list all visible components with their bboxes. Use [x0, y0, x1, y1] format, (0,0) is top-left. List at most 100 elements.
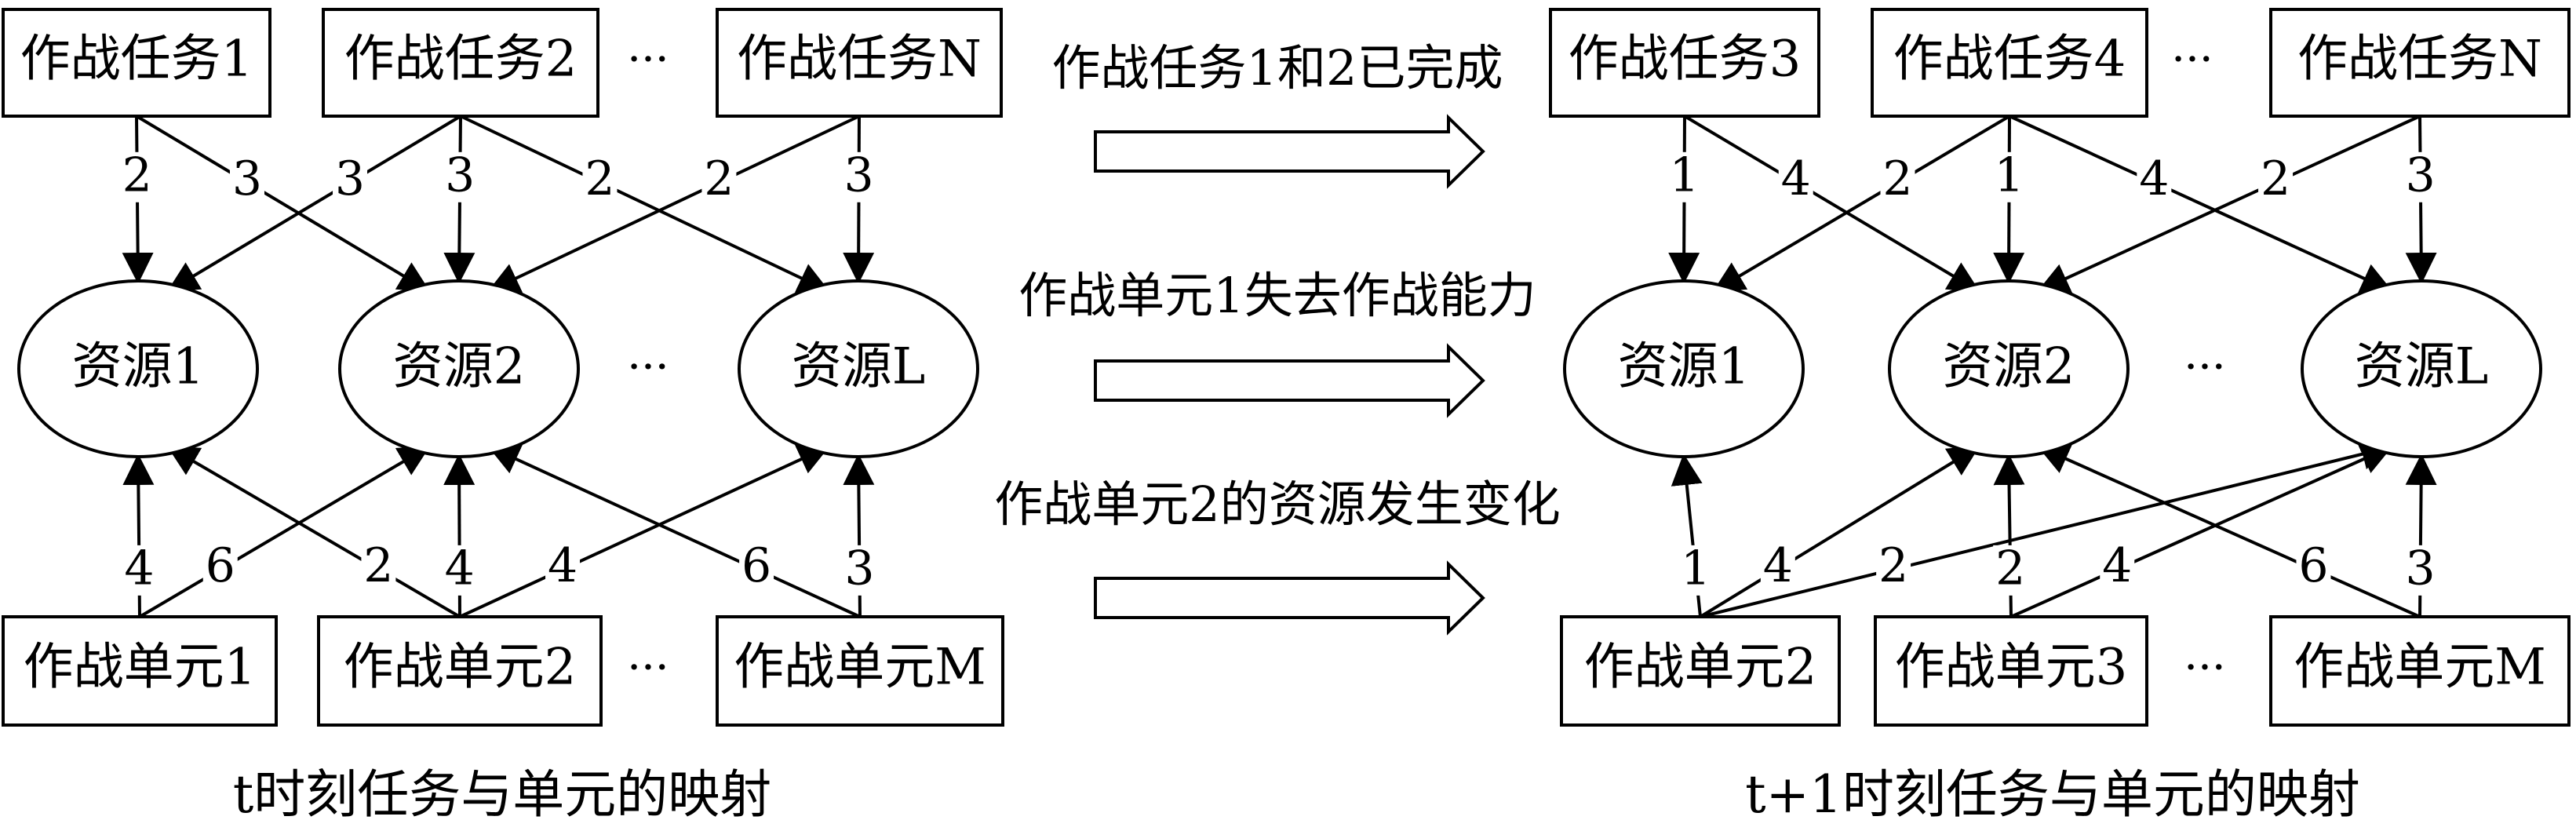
left-resource-2-label: 资源2 [393, 338, 526, 396]
left-task-edge-2-label-bg [333, 155, 368, 206]
right-unit-edge-5-label-bg [2296, 542, 2331, 593]
left-unit-edge-3-label: 4 [445, 541, 475, 596]
right-resource-l-label: 资源L [2355, 338, 2489, 396]
right-unit-3-label: 作战单元3 [1895, 639, 2128, 697]
right-unit-dots: ··· [2184, 643, 2225, 694]
left-task-edge-4-label: 2 [585, 151, 614, 206]
right-task-dots: ··· [2171, 35, 2213, 86]
left-unit-edge-4-label-bg [545, 542, 581, 593]
left-task-edge-3-label: 3 [445, 148, 475, 202]
left-task-edge-6-label-bg [841, 151, 876, 202]
right-caption: t+1时刻任务与单元的映射 [1745, 764, 2360, 825]
right-task-n-label: 作战任务N [2297, 31, 2542, 89]
left-unit-edge-2-label: 2 [363, 538, 393, 593]
right-task-3-label: 作战任务3 [1569, 31, 1802, 89]
left-task-edge-0-label-bg [119, 151, 155, 202]
right-task-n: 作战任务N [2269, 8, 2571, 118]
left-task-edge-6-label: 3 [844, 148, 874, 202]
right-unit-edge-4-label: 4 [2102, 538, 2132, 593]
left-unit-edge-6-label-bg [842, 545, 877, 596]
left-unit-edge-4-label: 4 [548, 538, 578, 593]
right-task-edge-5-label-bg [2258, 155, 2294, 206]
right-unit-edge-5-arrow [2037, 444, 2421, 618]
left-unit-edge-1-label-bg [202, 542, 238, 593]
left-task-edge-4-arrow [460, 115, 830, 293]
right-task-edge-4-label-bg [2137, 155, 2172, 206]
left-unit-edge-5-label: 6 [741, 538, 771, 593]
right-unit-edge-2-arrow [1700, 439, 2393, 618]
right-resource-dots: ··· [2184, 342, 2225, 393]
left-task-dots: ··· [627, 35, 669, 86]
right-resource-1: 资源1 [1563, 279, 1805, 458]
right-unit-edge-6-label: 3 [2405, 541, 2435, 596]
right-task-4-label: 作战任务4 [1893, 31, 2126, 89]
transition-arrow-2 [1094, 343, 1485, 418]
transition-note-2: 作战单元1失去作战能力 [1018, 267, 1536, 324]
left-task-1: 作战任务1 [2, 8, 271, 118]
right-unit-2: 作战单元2 [1560, 615, 1841, 727]
right-unit-edge-4-label-bg [2100, 542, 2135, 593]
left-resource-dots: ··· [627, 342, 669, 393]
left-unit-edge-0-label: 4 [124, 541, 154, 596]
right-unit-edge-3-label-bg [1993, 545, 2028, 596]
left-unit-m: 作战单元M [716, 615, 1004, 727]
right-task-edge-6-label-bg [2403, 151, 2438, 202]
left-task-2-label: 作战任务2 [344, 31, 578, 89]
left-unit-1-label: 作战单元1 [24, 639, 257, 697]
right-unit-edge-2-label-bg [1876, 542, 1911, 593]
left-task-edge-5-label-bg [701, 155, 737, 206]
left-unit-dots: ··· [627, 643, 669, 694]
right-unit-m: 作战单元M [2269, 615, 2571, 727]
left-unit-edge-5-arrow [487, 444, 861, 618]
left-resource-2: 资源2 [338, 279, 580, 458]
left-unit-edge-6-label: 3 [844, 541, 874, 596]
right-unit-m-label: 作战单元M [2294, 639, 2546, 697]
right-task-edge-2-arrow [1712, 115, 2011, 293]
left-unit-edge-1-arrow [138, 445, 431, 618]
right-task-edge-1-label: 4 [1781, 151, 1811, 206]
right-task-edge-5-label: 2 [2261, 151, 2290, 206]
right-resource-1-label: 资源1 [1618, 338, 1751, 396]
right-task-edge-1-label-bg [1778, 155, 1813, 206]
right-unit-edge-6-label-bg [2403, 545, 2438, 596]
left-task-edge-0-label: 2 [122, 148, 152, 202]
left-task-n: 作战任务N [716, 8, 1003, 118]
right-resource-2-label: 资源2 [1943, 338, 2075, 396]
left-resource-l: 资源L [738, 279, 979, 458]
left-unit-edge-2-label-bg [361, 542, 396, 593]
left-unit-m-label: 作战单元M [734, 639, 986, 697]
right-unit-edge-4-arrow [2010, 444, 2393, 618]
right-task-edge-3-label: 1 [1995, 148, 2024, 202]
right-unit-3: 作战单元3 [1874, 615, 2148, 727]
left-unit-edge-3-label-bg [442, 545, 477, 596]
transition-arrow-3 [1094, 560, 1485, 636]
right-task-edge-2-label-bg [1880, 155, 1915, 206]
left-task-edge-3-label-bg [443, 151, 478, 202]
left-task-edge-5-label: 2 [704, 151, 734, 206]
left-unit-edge-1-label: 6 [206, 538, 235, 593]
transition-panel: 作战任务1和2已完成 作战单元1失去作战能力 作战单元2的资源发生变化 [994, 39, 1561, 636]
right-resource-2: 资源2 [1888, 279, 2130, 458]
right-resource-l: 资源L [2301, 279, 2542, 458]
right-task-edge-6-label: 3 [2406, 148, 2436, 202]
left-unit-edge-4-arrow [459, 444, 830, 618]
transition-note-3: 作战单元2的资源发生变化 [994, 476, 1560, 533]
left-unit-2-label: 作战单元2 [344, 639, 577, 697]
right-unit-edge-2-label: 2 [1878, 538, 1908, 593]
left-unit-2: 作战单元2 [317, 615, 603, 727]
right-unit-edge-3-label: 2 [1995, 541, 2025, 596]
right-task-edge-0-label: 1 [1670, 148, 1700, 202]
left-task-2: 作战任务2 [322, 8, 599, 118]
left-task-edge-2-arrow [166, 115, 462, 293]
right-task-edge-3-label-bg [1991, 151, 2027, 202]
right-unit-edge-1-arrow [1699, 445, 1980, 618]
right-task-4: 作战任务4 [1871, 8, 2148, 118]
left-caption: t时刻任务与单元的映射 [233, 764, 772, 825]
left-task-edge-5-arrow [487, 115, 860, 293]
right-unit-edge-5-label: 6 [2298, 538, 2328, 593]
right-task-edge-4-arrow [2009, 115, 2393, 293]
